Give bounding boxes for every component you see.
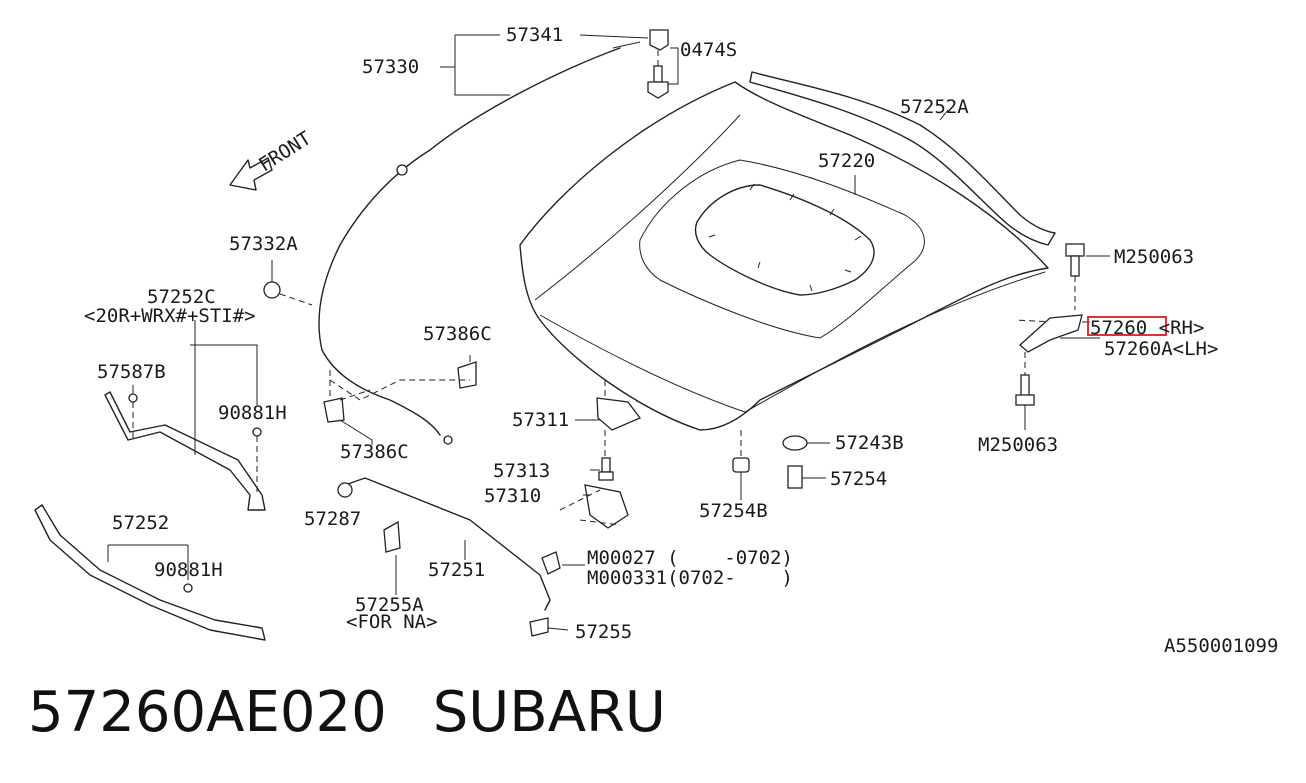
label-m000331: M000331(0702- ) (587, 567, 793, 589)
label-front: FRONT (255, 127, 315, 176)
label-57260a-lh: 57260A<LH> (1104, 338, 1218, 360)
hood-57220[interactable] (519, 81, 1049, 431)
latch-57310[interactable] (584, 484, 629, 529)
parts-diagram: 57341 57330 0474S 57252A 57220 FRONT 573… (34, 24, 1278, 657)
cable-clip (396, 164, 408, 176)
hinge-57260[interactable] (1019, 314, 1083, 353)
clip-90881h-top[interactable] (252, 427, 262, 437)
label-m00027: M00027 ( -0702) (587, 547, 793, 569)
label-57287: 57287 (304, 508, 361, 530)
caption-part-number: 57260AE020 (28, 680, 387, 745)
clip-57341[interactable] (649, 29, 669, 51)
label-57386c-top: 57386C (423, 323, 492, 345)
label-57254b: 57254B (699, 500, 768, 522)
release-cable-57330[interactable] (318, 47, 621, 436)
label-57313: 57313 (493, 460, 550, 482)
cable-end (443, 435, 453, 445)
clip-57587b[interactable] (128, 393, 138, 403)
label-57243b: 57243B (835, 432, 904, 454)
grommet-57287[interactable] (337, 482, 353, 498)
label-57255a: 57255A (355, 594, 424, 616)
cushion-57243b[interactable] (782, 435, 808, 451)
bolt-m250063-bottom[interactable] (1015, 374, 1035, 406)
label-57260-rh: 57260 <RH> (1090, 317, 1204, 339)
part-caption: 57260AE020 SUBARU (28, 680, 666, 745)
label-57252a: 57252A (900, 96, 969, 118)
label-57254: 57254 (830, 468, 887, 490)
label-57252: 57252 (112, 512, 169, 534)
clip-57386c-upper[interactable] (457, 361, 477, 389)
label-57252c: 57252C (147, 286, 216, 308)
label-0474s: 0474S (680, 39, 737, 61)
label-57255a-note: <FOR NA> (346, 611, 438, 633)
label-reference-code: A550001099 (1164, 635, 1278, 657)
prop-rod-57251[interactable] (344, 477, 551, 611)
holder-57255a[interactable] (383, 520, 401, 553)
latch-57311[interactable] (596, 397, 642, 431)
front-arrow (229, 157, 273, 191)
label-57255: 57255 (575, 621, 632, 643)
bolt-m00027[interactable] (541, 551, 561, 575)
label-m250063-top: M250063 (1114, 246, 1194, 268)
strip-57252c[interactable] (104, 391, 266, 511)
label-57587b: 57587B (97, 361, 166, 383)
caption-brand: SUBARU (432, 680, 666, 745)
label-57310: 57310 (484, 485, 541, 507)
bolt-57313[interactable] (598, 457, 614, 481)
bumper-57254b[interactable] (732, 457, 750, 473)
label-90881h-bottom: 90881H (154, 559, 223, 581)
clip-90881h-bottom[interactable] (183, 583, 193, 593)
grommet-57332a[interactable] (263, 281, 281, 299)
holder-57255[interactable] (529, 617, 549, 637)
label-57332a: 57332A (229, 233, 298, 255)
bolt-m250063-top[interactable] (1065, 243, 1085, 277)
label-57341: 57341 (506, 24, 563, 46)
highlight-box-57260 (1087, 316, 1167, 336)
label-m250063-bottom: M250063 (978, 434, 1058, 456)
label-57311: 57311 (512, 409, 569, 431)
label-57386c-bottom: 57386C (340, 441, 409, 463)
bolt-0474s[interactable] (647, 65, 669, 99)
bumper-57254[interactable] (787, 465, 803, 489)
clip-57386c-lower[interactable] (323, 397, 345, 423)
label-57330: 57330 (362, 56, 419, 78)
strip-57252[interactable] (34, 504, 266, 641)
label-57251: 57251 (428, 559, 485, 581)
label-90881h-top: 90881H (218, 402, 287, 424)
weatherstrip-57252a[interactable] (749, 71, 1056, 246)
label-57252c-note: <20R+WRX#+STI#> (84, 305, 256, 327)
label-57220: 57220 (818, 150, 875, 172)
